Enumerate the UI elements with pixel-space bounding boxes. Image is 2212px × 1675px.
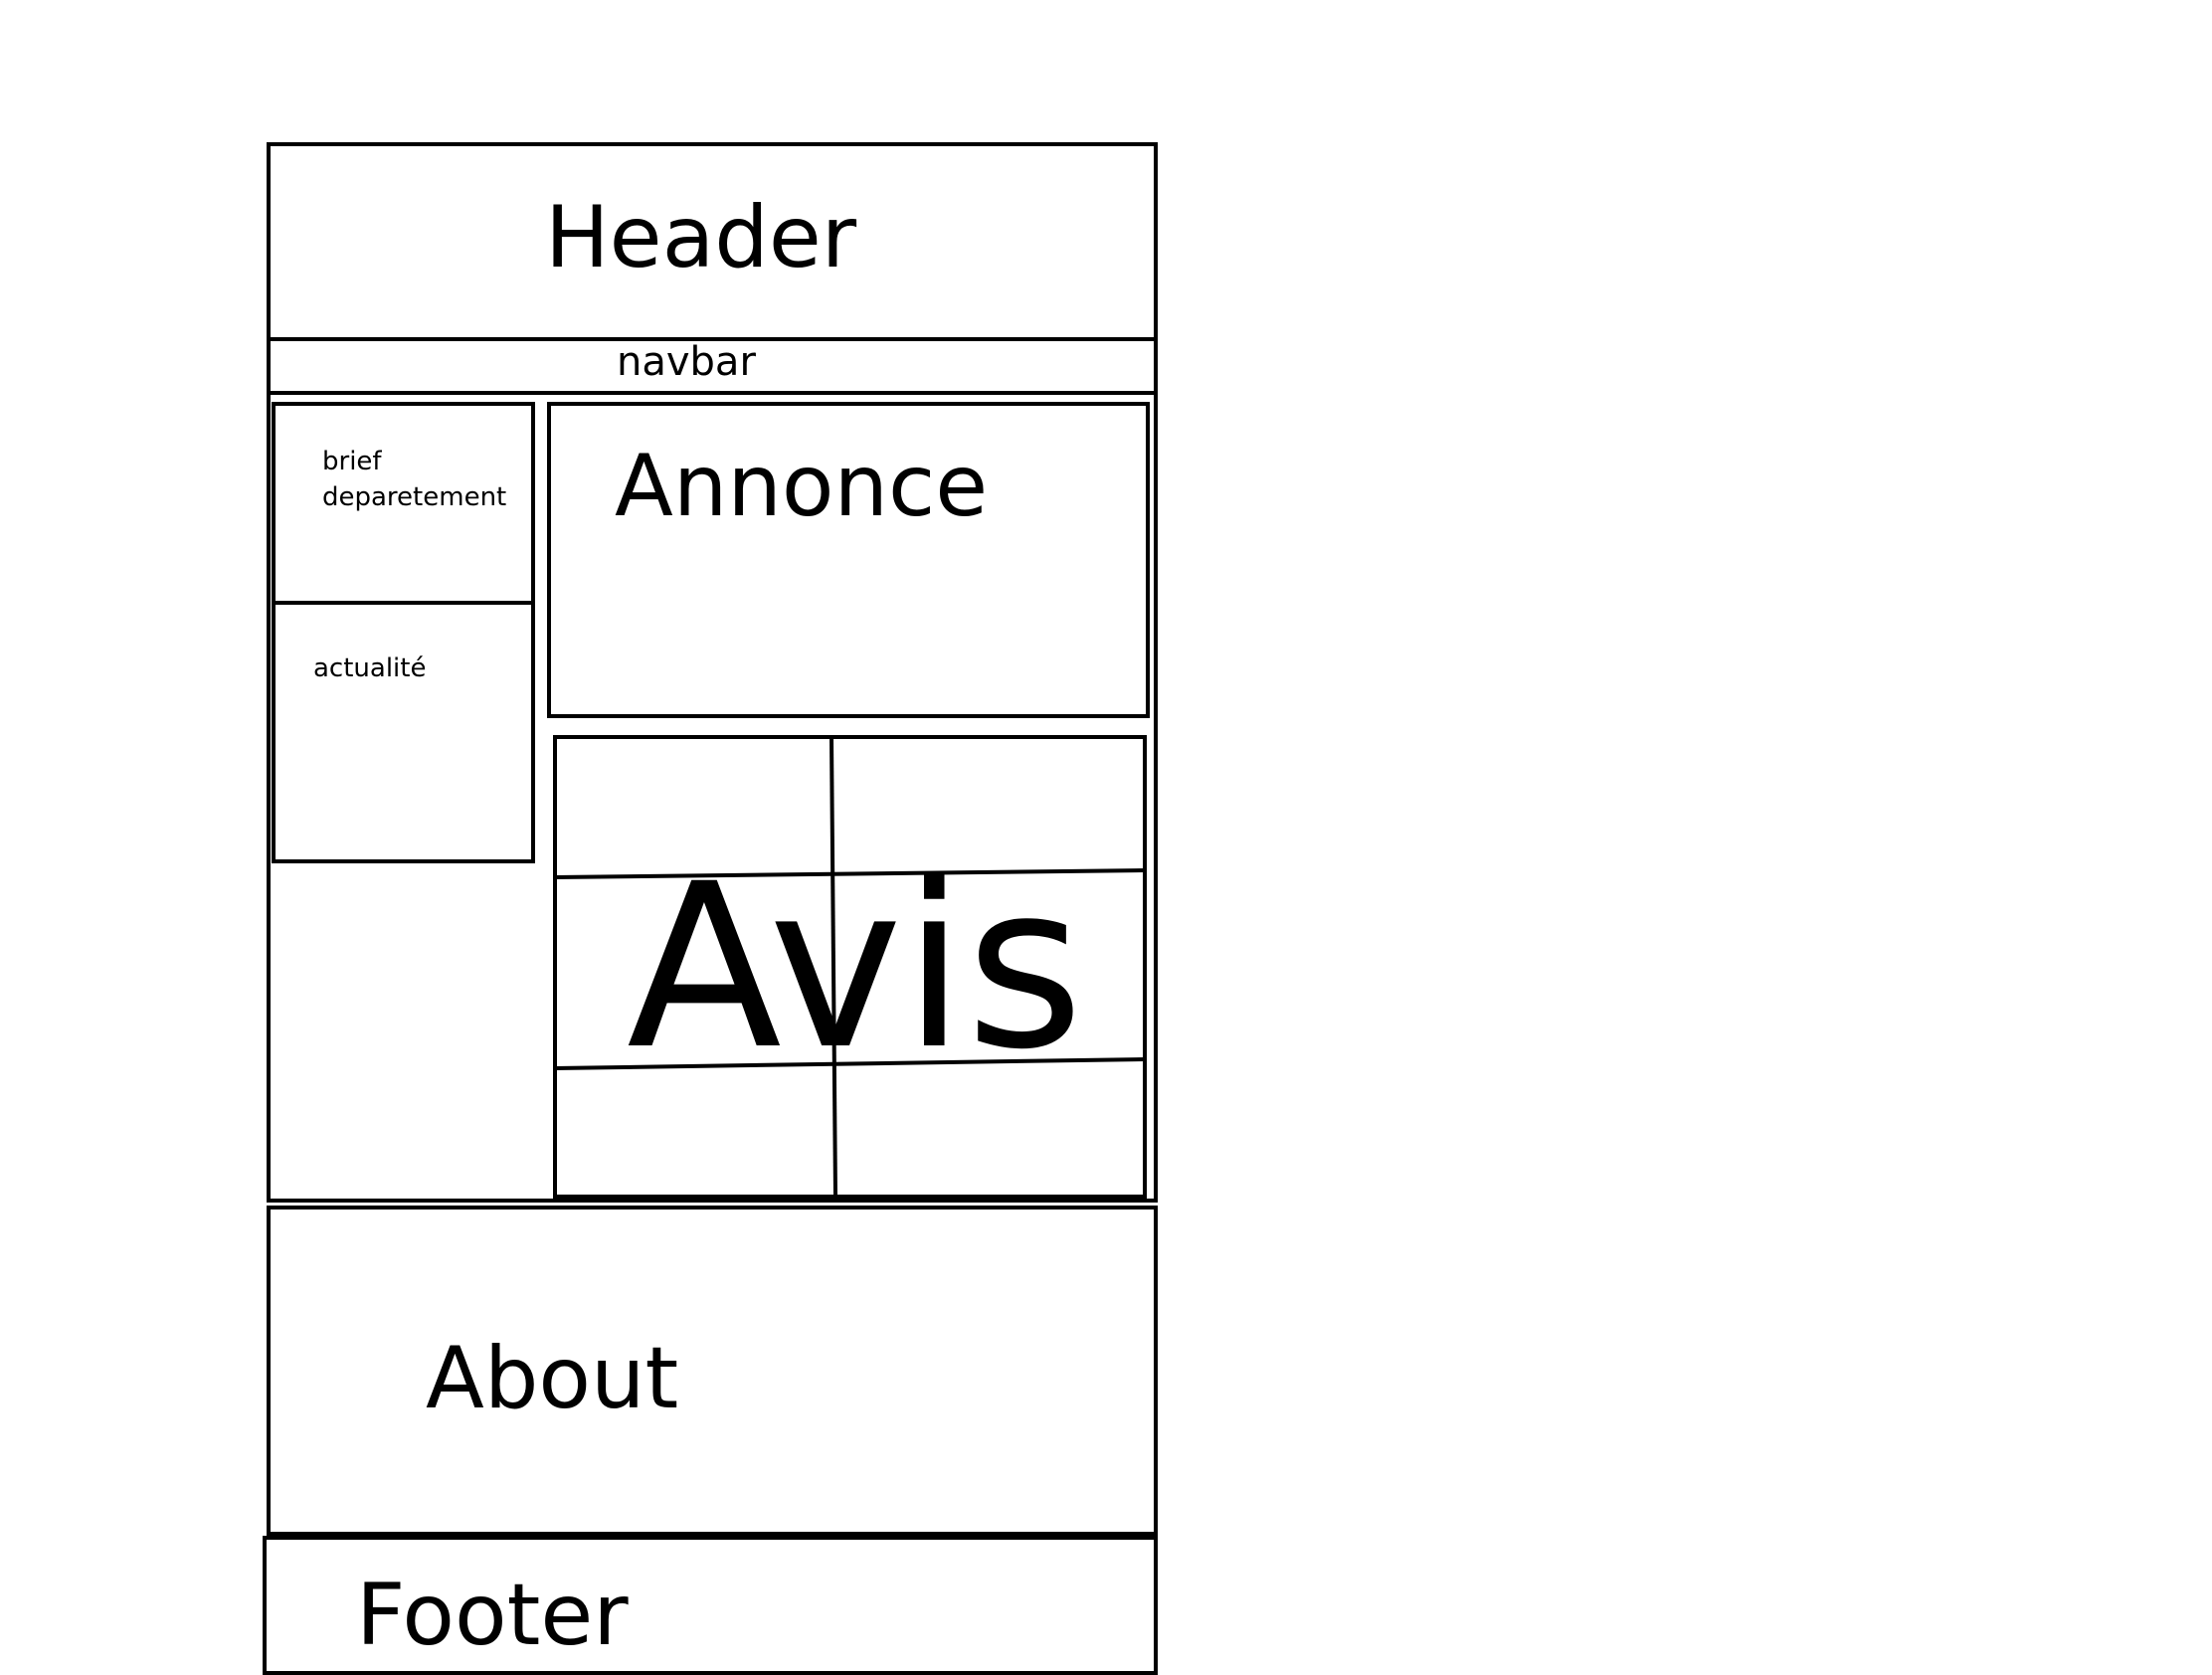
avis-box <box>553 735 1147 1199</box>
header-section <box>267 142 1158 341</box>
sidebar-brief-label-line2: deparetement <box>322 482 507 512</box>
about-section <box>267 1206 1158 1536</box>
about-label: About <box>426 1329 679 1428</box>
annonce-label: Annonce <box>615 437 989 536</box>
sidebar-brief-label-line1: brief <box>322 447 382 476</box>
sidebar-actualite-box <box>272 601 535 863</box>
annonce-box <box>547 402 1150 718</box>
header-label: Header <box>545 188 857 287</box>
footer-label: Footer <box>356 1566 629 1665</box>
navbar-label: navbar <box>617 339 756 385</box>
sidebar-actualite-label: actualité <box>313 653 427 683</box>
avis-label: Avis <box>627 835 1084 1099</box>
